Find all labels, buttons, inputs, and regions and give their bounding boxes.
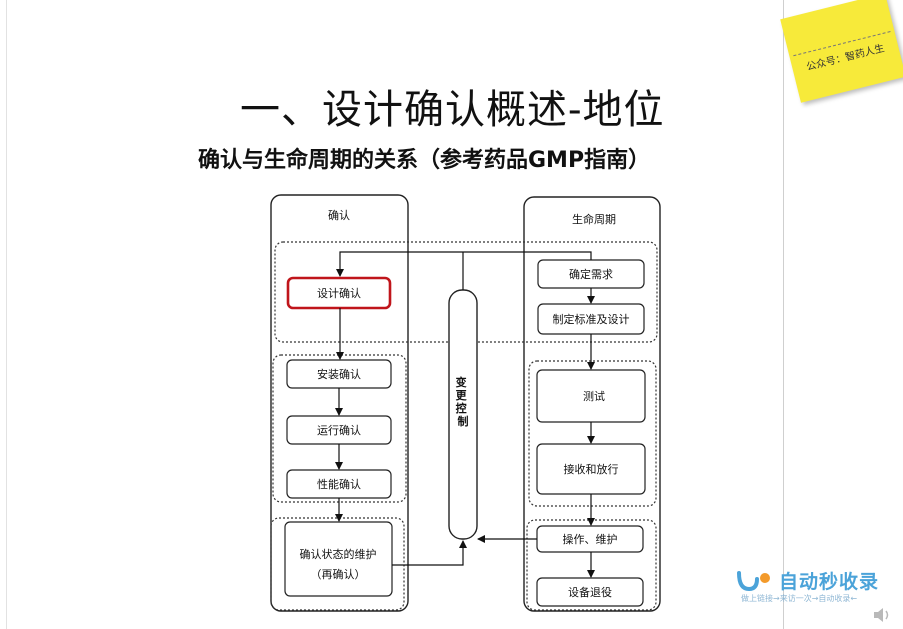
operational-qualification-label: 运行确认 <box>317 424 361 437</box>
qualification-group-frame-right <box>528 360 657 507</box>
requalification-label: （再确认） <box>311 568 366 581</box>
slide-left-edge <box>6 0 7 629</box>
qualified-state-maintenance-label: 确认状态的维护 <box>300 547 377 561</box>
acceptance-release-label: 接收和放行 <box>564 462 619 476</box>
change-control-char-4: 制 <box>458 414 469 428</box>
speaker-icon[interactable] <box>872 606 892 624</box>
installation-qualification-label: 安装确认 <box>317 367 361 381</box>
performance-qualification-label: 性能确认 <box>317 477 361 491</box>
watermark-brand: 自动秒收录 <box>779 571 880 593</box>
equipment-retirement-box <box>536 577 644 607</box>
operation-maintenance-label: 操作、维护 <box>563 532 618 546</box>
change-control-label: 变 更 控 制 <box>456 375 471 428</box>
watermark-logo-icon <box>737 571 770 592</box>
define-requirements-label: 确定需求 <box>569 267 613 281</box>
slide-right-edge <box>783 0 784 629</box>
design-qualification-label: 设计确认 <box>317 287 361 300</box>
change-control-char-3: 控 <box>456 401 467 415</box>
right-column-frame <box>523 196 661 612</box>
qualified-state-maintenance-box <box>284 521 393 597</box>
top-loop-connector <box>336 251 592 277</box>
slide-subtitle: 确认与生命周期的关系（参考药品GMP指南） <box>198 148 651 173</box>
standards-design-label: 制定标准及设计 <box>553 312 630 326</box>
testing-label: 测试 <box>583 390 605 403</box>
left-column-header: 确认 <box>328 209 350 222</box>
watermark-tagline: 做上链接→来访一次→自动收录← <box>741 594 858 603</box>
design-qualification-box <box>286 276 392 310</box>
watermark: 自动秒收录 做上链接→来访一次→自动收录← <box>735 567 895 607</box>
change-control-char-2: 更 <box>456 389 468 402</box>
maintenance-to-change-control-connector <box>392 540 467 566</box>
change-control-char-1: 变 <box>456 375 467 389</box>
right-column-header: 生命周期 <box>572 212 616 226</box>
maintenance-group-frame-left <box>270 517 405 611</box>
equipment-retirement-label: 设备退役 <box>568 585 612 599</box>
slide-title: 一、设计确认概述-地位 <box>240 87 665 133</box>
left-column-frame <box>270 194 409 612</box>
